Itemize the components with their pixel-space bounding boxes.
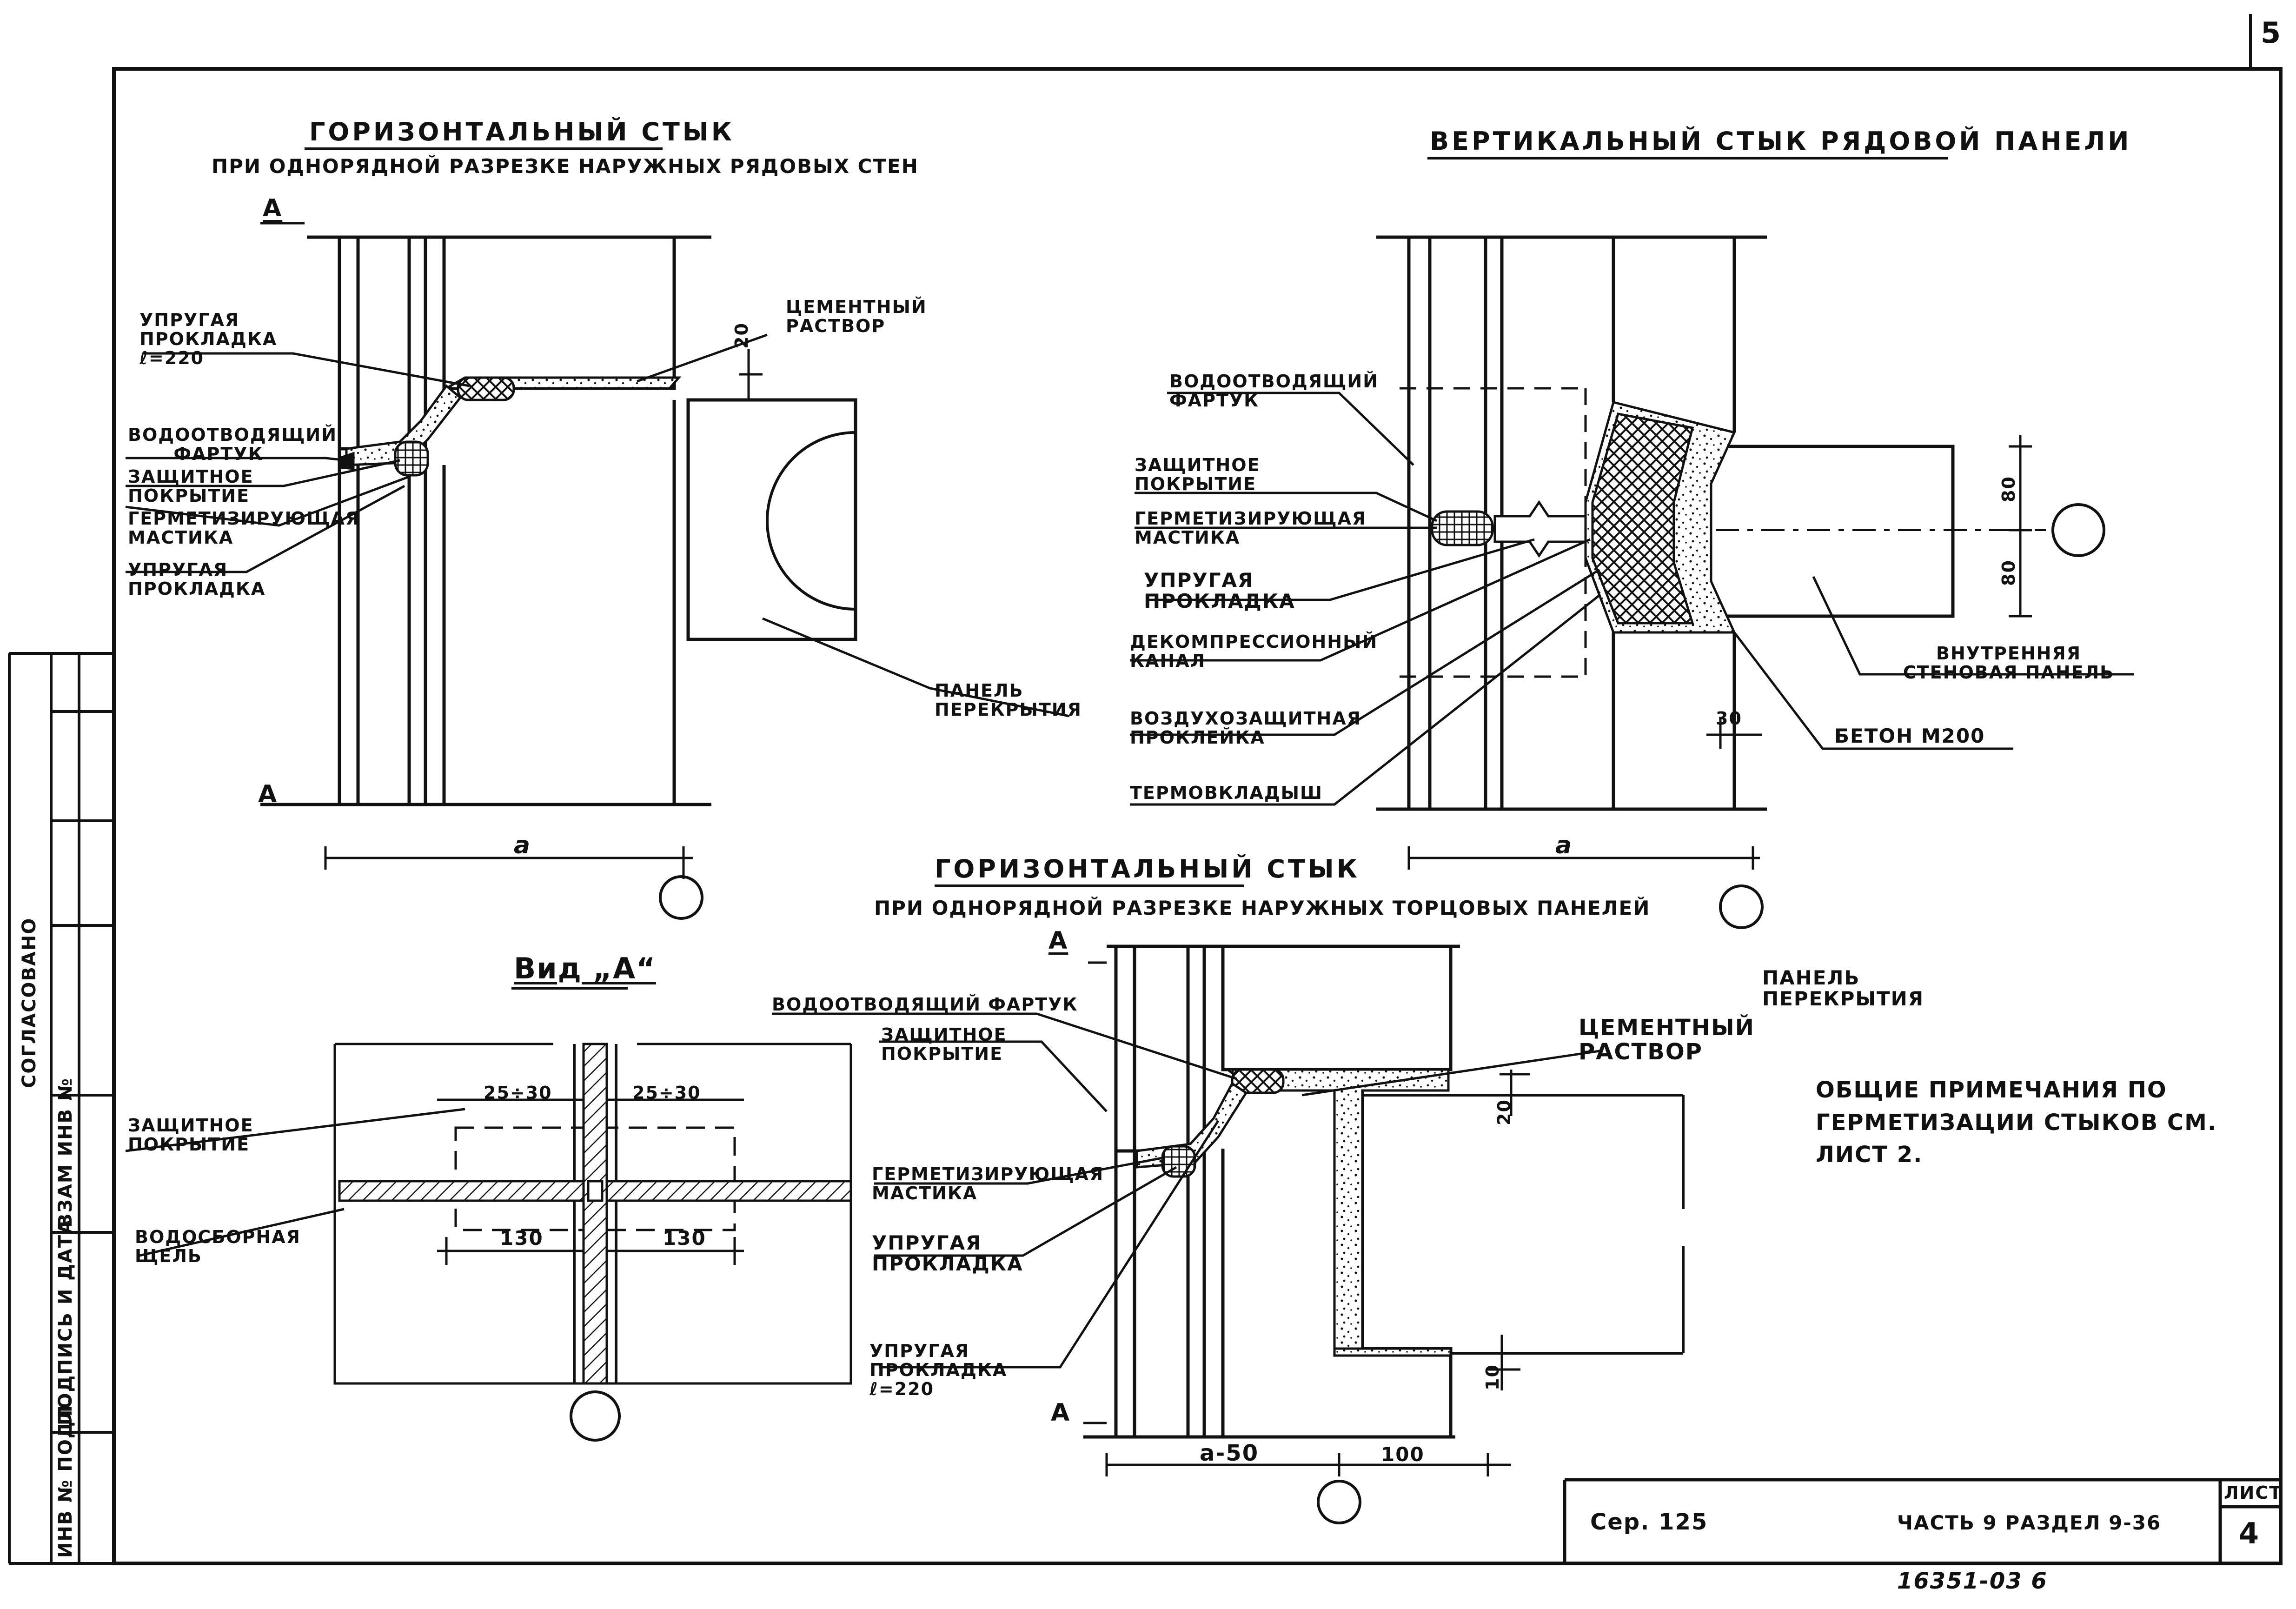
top-right-dim-80-top: 80 bbox=[1998, 476, 2019, 502]
stamp-replaces-inv: Взам инв № bbox=[55, 1077, 76, 1228]
top-left-label-drip-apron: водоотводящий фартук bbox=[128, 425, 337, 465]
top-left-fills bbox=[338, 376, 682, 477]
bottom-dim-a-50: а-50 bbox=[1200, 1440, 1259, 1466]
drawing-number: 16351-03 6 bbox=[1897, 1568, 2048, 1594]
top-right-label-inner-wall-panel: внутренняя стеновая панель bbox=[1903, 643, 2115, 683]
view-a-title: Вид „А“ bbox=[514, 951, 656, 985]
bottom-title: Горизонтальный стык bbox=[935, 854, 1360, 884]
top-right-leaders bbox=[1130, 392, 2134, 806]
top-right-label-sealing-mastic: герметизирующая мастика bbox=[1135, 508, 1367, 548]
view-a-dim-130-right: 130 bbox=[663, 1227, 706, 1250]
top-right-label-air-barrier: воздухозащитная проклейка bbox=[1130, 708, 1361, 748]
sheet-frame bbox=[112, 14, 2283, 1565]
sheet-number: 4 bbox=[2239, 1516, 2260, 1550]
view-a-dim-right: 25÷30 bbox=[632, 1083, 701, 1103]
top-left-label-elastic-gasket-220: упругая прокладка ℓ=220 bbox=[139, 310, 278, 369]
bottom-label-sealing-mastic: герметизирующая мастика bbox=[872, 1164, 1104, 1204]
top-right-label-drip-apron: водоотводящий фартук bbox=[1169, 371, 1379, 411]
bottom-label-protective-coating: защитное покрытие bbox=[881, 1024, 1007, 1064]
stamp-agreed: согласовано bbox=[19, 917, 40, 1088]
bottom-label-elastic-gasket-220: упругая прокладка ℓ=220 bbox=[869, 1341, 1008, 1400]
top-right-dim-a: а bbox=[1555, 831, 1573, 859]
title-underlines bbox=[305, 147, 1948, 990]
top-left-label-cement-mortar: цементный раствор bbox=[786, 297, 927, 337]
bottom-joint bbox=[1083, 944, 1685, 1524]
bottom-dim-100: 100 bbox=[1381, 1443, 1425, 1466]
top-right-label-elastic-gasket: упругая прокладка bbox=[1144, 569, 1295, 613]
top-left-section-mark-top: А bbox=[263, 194, 283, 222]
bottom-section-mark-top: А bbox=[1048, 927, 1068, 955]
bottom-joint-fills bbox=[1135, 1068, 1452, 1357]
top-left-joint bbox=[260, 222, 857, 920]
series-label: Сер. 125 bbox=[1590, 1509, 1708, 1535]
top-right-label-concrete: бетон М200 bbox=[1834, 725, 1985, 747]
title-block bbox=[1563, 1478, 2281, 1563]
side-stamp-grid bbox=[8, 652, 114, 1565]
view-a-fills bbox=[338, 1043, 852, 1385]
top-left-label-sealing-mastic: герметизирующая мастика bbox=[128, 508, 360, 548]
bottom-joint-leaders bbox=[772, 1012, 1600, 1369]
top-right-label-thermal-insert: термовкладыш bbox=[1130, 783, 1323, 803]
top-right-title: Вертикальный стык рядовой панели bbox=[1430, 126, 2132, 156]
bottom-label-drip-apron: водоотводящий фартук bbox=[772, 994, 1078, 1015]
view-a-leaders bbox=[125, 1108, 465, 1257]
top-left-label-floor-panel: панель перекрытия bbox=[935, 680, 1082, 720]
top-right-fills bbox=[1431, 400, 1736, 634]
view-a-dim-130-left: 130 bbox=[500, 1227, 544, 1250]
bottom-section-mark-bottom: А bbox=[1051, 1399, 1071, 1427]
bottom-label-elastic-gasket: упругая прокладка bbox=[872, 1231, 1023, 1276]
top-left-dim-a: а bbox=[514, 831, 531, 859]
bottom-dim-10: 10 bbox=[1482, 1364, 1503, 1390]
bottom-dim-20: 20 bbox=[1494, 1099, 1514, 1125]
top-right-joint bbox=[1376, 235, 2105, 929]
page-number: 5 bbox=[2261, 16, 2282, 50]
bottom-label-floor-panel: панель перекрытия bbox=[1762, 966, 1924, 1011]
top-right-dim-80-bottom: 80 bbox=[1998, 559, 2019, 586]
top-right-dim-30: 30 bbox=[1716, 708, 1742, 729]
top-left-title: Горизонтальный стык bbox=[309, 117, 735, 146]
top-right-label-protective-coating: защитное покрытие bbox=[1135, 455, 1261, 495]
top-left-label-elastic-gasket: упругая прокладка bbox=[128, 559, 266, 599]
top-left-subtitle: при однорядной разрезке наружных рядовых… bbox=[212, 155, 919, 178]
general-note: Общие примечания по герметизации стыков … bbox=[1816, 1077, 2217, 1168]
sheet-label: Лист bbox=[2224, 1483, 2283, 1503]
top-left-dim-20: 20 bbox=[731, 322, 752, 349]
bottom-label-cement-mortar: цементный раствор bbox=[1579, 1015, 1755, 1065]
view-a-label-drainage-slot: водосборная щель bbox=[135, 1227, 301, 1267]
top-left-label-protective-coating: защитное покрытие bbox=[128, 466, 254, 506]
view-a-label-protective-coating: защитное покрытие bbox=[128, 1115, 254, 1155]
view-a-dim-left: 25÷30 bbox=[484, 1083, 552, 1103]
bottom-subtitle: при однорядной разрезке наружных торцовы… bbox=[874, 897, 1651, 919]
part-section-label: Часть 9 раздел 9-36 bbox=[1897, 1511, 2162, 1534]
stamp-signature-date: Подпись и дата bbox=[55, 1218, 76, 1425]
top-left-leaders bbox=[125, 333, 1070, 718]
top-left-section-mark-bottom: А bbox=[258, 780, 278, 808]
top-right-label-decompression-channel: декомпрессионный канал bbox=[1130, 632, 1378, 672]
